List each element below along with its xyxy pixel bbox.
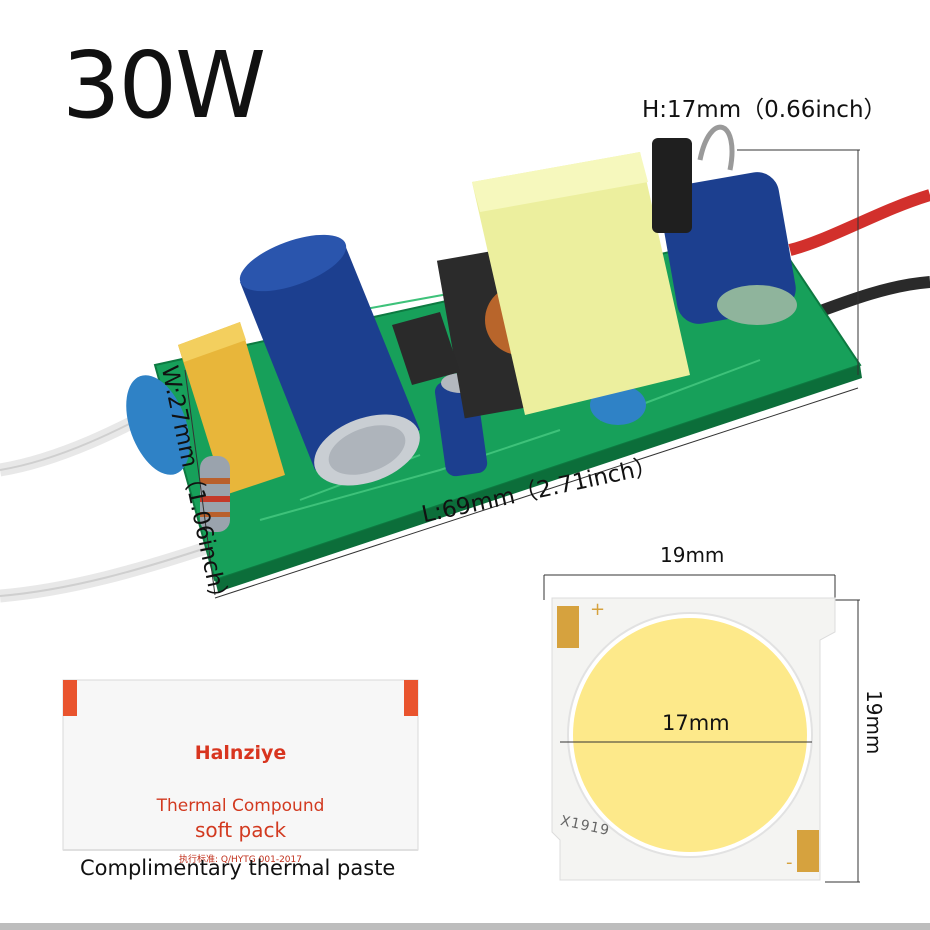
paste-product-line: Thermal Compound bbox=[156, 796, 325, 816]
svg-text:+: + bbox=[590, 599, 605, 620]
height-dimension-label: H:17mm（0.66inch） bbox=[642, 97, 887, 123]
mosfet-chip bbox=[392, 312, 460, 385]
main-electrolytic-capacitor bbox=[239, 234, 420, 486]
paste-caption: Complimentary thermal paste bbox=[80, 856, 396, 880]
output-electrolytic-capacitor bbox=[652, 124, 797, 325]
thermal-paste-packet bbox=[62, 679, 419, 851]
paste-pack-type: soft pack bbox=[194, 818, 287, 842]
cob-height-label: 19mm bbox=[862, 690, 886, 755]
cob-diameter-label: 17mm bbox=[662, 711, 730, 735]
paste-brand: Halnziye bbox=[194, 742, 287, 764]
cob-width-label: 19mm bbox=[660, 543, 725, 567]
transformer bbox=[436, 152, 690, 419]
wattage-title: 30W bbox=[62, 32, 266, 139]
paste-standard: 执行标准: Q/HYTG 001-2017 bbox=[179, 855, 302, 865]
paste-packet-text: Halnziye Thermal Compound soft pack 执行标准… bbox=[63, 680, 418, 865]
x-capacitor bbox=[178, 322, 285, 495]
bottom-divider bbox=[0, 923, 930, 930]
svg-text:-: - bbox=[786, 852, 793, 873]
dimension-lines bbox=[184, 149, 860, 599]
disc-capacitor-left bbox=[126, 375, 190, 475]
fuse-resistor bbox=[200, 456, 230, 532]
cob-led-image: + - bbox=[543, 574, 860, 883]
